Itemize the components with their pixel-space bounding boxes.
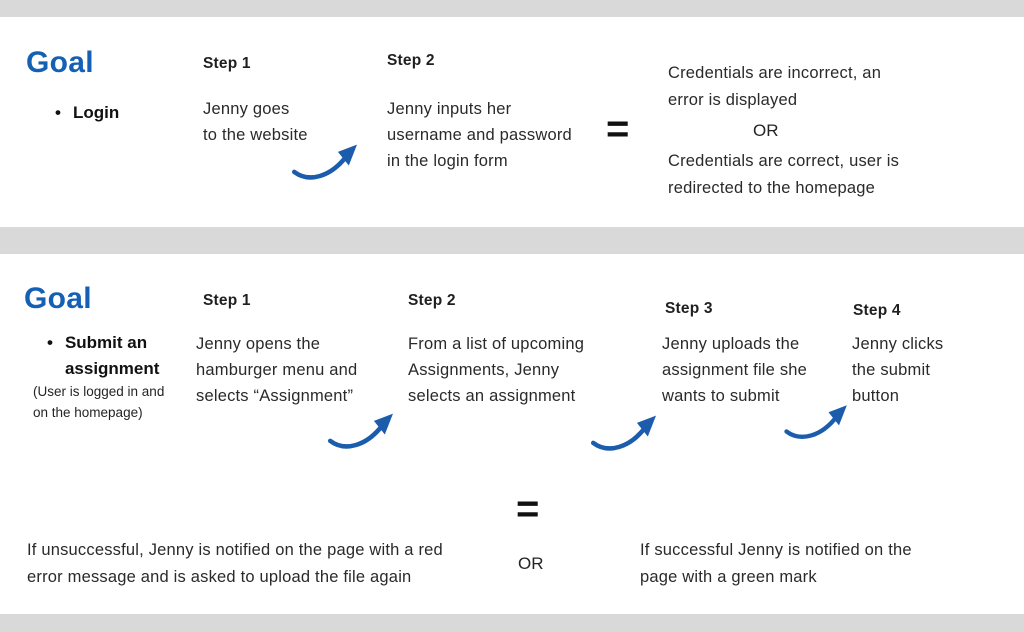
submit-step-1-label: Step 1 [203, 292, 251, 309]
submit-step-4-text: Jenny clicks the submit button [852, 335, 944, 405]
submit-outcome-success: If successful Jenny is notified on the p… [640, 541, 912, 586]
submit-outcome-fail: If unsuccessful, Jenny is notified on th… [27, 541, 443, 586]
submit-step-1-text: Jenny opens the hamburger menu and selec… [196, 335, 358, 405]
submit-step-2-label: Step 2 [408, 292, 456, 309]
login-step-2-label: Step 2 [387, 52, 435, 69]
curved-arrow-icon [783, 400, 853, 442]
login-step-2-text: Jenny inputs her username and password i… [387, 100, 572, 170]
submit-goal-heading: Goal [24, 282, 92, 315]
submit-or-label: OR [518, 554, 544, 573]
submit-step-2-text: From a list of upcoming Assignments, Jen… [408, 335, 585, 405]
section-divider-bar [0, 227, 1024, 254]
curved-arrow-icon [290, 141, 364, 181]
submit-step-3-text: Jenny uploads the assignment file she wa… [662, 335, 808, 405]
submit-goal-item-label: Submit an assignment [64, 333, 160, 378]
equals-sign: = [516, 487, 540, 531]
login-outcome-fail: Credentials are incorrect, an error is d… [668, 64, 882, 109]
login-step-1-label: Step 1 [203, 55, 251, 72]
bullet-icon: • [47, 333, 53, 352]
bottom-border-bar [0, 614, 1024, 632]
bullet-icon: • [55, 103, 61, 122]
submit-goal-item: • Submit an assignment [47, 330, 159, 382]
curved-arrow-icon [589, 412, 663, 452]
login-goal-item: • Login [55, 100, 119, 126]
submit-goal-note: (User is logged in and on the homepage) [33, 384, 165, 420]
login-goal-heading: Goal [26, 46, 94, 79]
equals-sign: = [606, 107, 630, 151]
top-border-bar [0, 0, 1024, 17]
login-goal-item-label: Login [72, 103, 120, 122]
login-outcome-success: Credentials are correct, user is redirec… [668, 152, 900, 197]
submit-step-3-label: Step 3 [665, 300, 713, 317]
curved-arrow-icon [326, 410, 400, 450]
submit-step-4-label: Step 4 [853, 302, 901, 319]
login-step-1-text: Jenny goes to the website [203, 100, 308, 144]
login-or-label: OR [753, 121, 779, 140]
